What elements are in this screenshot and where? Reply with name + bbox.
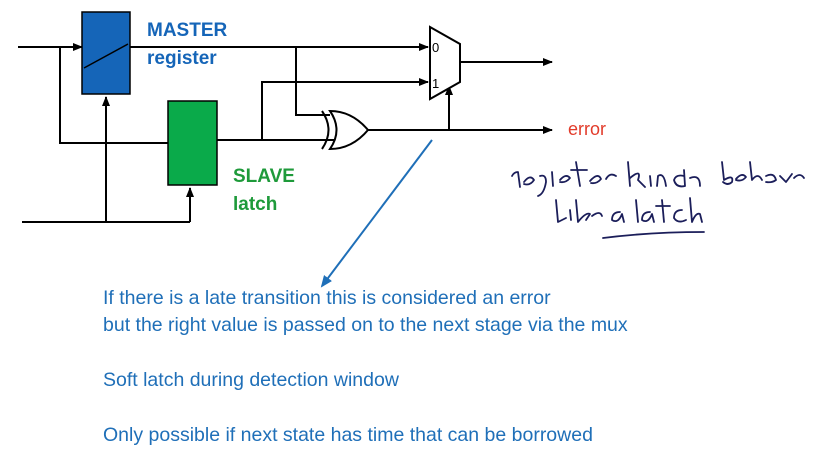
slave-subtitle: latch <box>233 194 277 215</box>
master-subtitle: register <box>147 48 217 69</box>
note-line-4: Only possible if next state has time tha… <box>103 424 593 446</box>
xor-gate <box>321 109 370 151</box>
mux-input-1-label: 1 <box>432 76 439 91</box>
xor-gate-body <box>328 109 370 151</box>
master-register-block <box>81 11 131 95</box>
mux-input-0-label: 0 <box>432 40 439 55</box>
note-line-2: but the right value is passed on to the … <box>103 314 628 336</box>
master-register-edge-symbol <box>83 43 129 69</box>
note-line-3: Soft latch during detection window <box>103 369 399 391</box>
slave-latch-block <box>167 100 218 186</box>
wire-master-to-xor <box>295 47 330 116</box>
handwritten-annotation <box>511 161 805 239</box>
xor-gate-input-curve <box>321 110 330 150</box>
wires <box>18 43 553 223</box>
slave-title: SLAVE <box>233 166 295 187</box>
error-label: error <box>568 119 606 139</box>
master-title: MASTER <box>147 20 228 41</box>
wire-slave-to-mux1 <box>261 78 429 140</box>
master-register <box>81 11 131 95</box>
note-line-1: If there is a late transition this is co… <box>103 287 551 309</box>
wire-data-to-slave <box>59 47 168 144</box>
mux <box>429 25 461 101</box>
callout-arrow <box>320 139 433 288</box>
